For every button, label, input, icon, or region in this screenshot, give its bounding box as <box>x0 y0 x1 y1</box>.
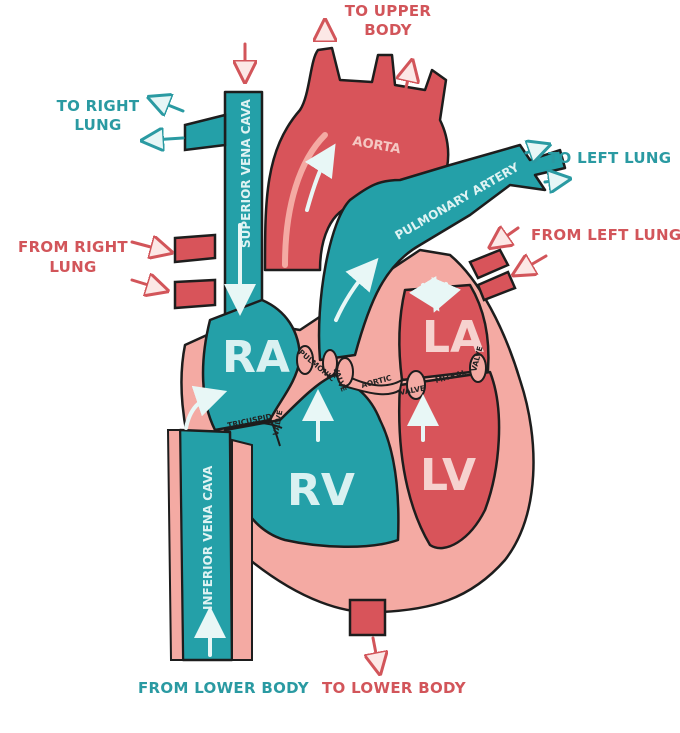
la-label: LA <box>422 312 484 363</box>
to-right-lung-label-line1: TO RIGHT <box>57 97 140 115</box>
ivc-wall-left <box>166 429 185 661</box>
inferior-vena-cava-label: INFERIOR VENA CAVA <box>201 465 215 610</box>
right-pulmonary-branch <box>183 113 227 152</box>
aortic-valve-label-line2: VALVE <box>399 384 426 397</box>
septum <box>338 373 404 396</box>
left-pulmonary-vein-2 <box>476 270 517 302</box>
to-right-lung-label-line2: LUNG <box>74 116 121 134</box>
ivc-wall-right <box>231 438 253 661</box>
rv-label: RV <box>287 465 355 516</box>
superior-vena-cava-label: SUPERIOR VENA CAVA <box>239 99 253 248</box>
to-upper-body-label-line2: BODY <box>364 21 412 39</box>
right-atrium-chamber <box>201 298 302 432</box>
from-lower-body-label: FROM LOWER BODY <box>138 679 310 697</box>
pulmonary-artery-vessel <box>317 143 567 362</box>
aortic-valve-shape <box>336 357 354 387</box>
to-left-lung-label: TO LEFT LUNG <box>548 149 671 167</box>
to-upper-body-label-line1: TO UPPER <box>345 2 432 20</box>
to-lower-body-label: TO LOWER BODY <box>322 679 467 697</box>
lv-label: LV <box>420 450 476 501</box>
from-right-lung-label-line1: FROM RIGHT <box>18 238 128 256</box>
left-pulmonary-vein-1 <box>468 248 510 280</box>
from-left-lung-label: FROM LEFT LUNG <box>531 226 680 244</box>
external-arrows <box>130 30 560 664</box>
mitral-valve-shape <box>406 353 487 400</box>
from-right-lung-label-line2: LUNG <box>49 258 96 276</box>
internal-flow-arrows <box>184 143 462 657</box>
tricuspid-valve-shape <box>227 417 283 447</box>
ra-label: RA <box>222 332 290 383</box>
right-pulmonary-vein-1 <box>173 233 217 264</box>
descending-aorta <box>348 598 387 637</box>
right-pulmonary-vein-2 <box>173 278 217 310</box>
tricuspid-valve-label-line2: VALVE <box>271 409 284 436</box>
pulmonic-valve-shape <box>296 345 338 377</box>
